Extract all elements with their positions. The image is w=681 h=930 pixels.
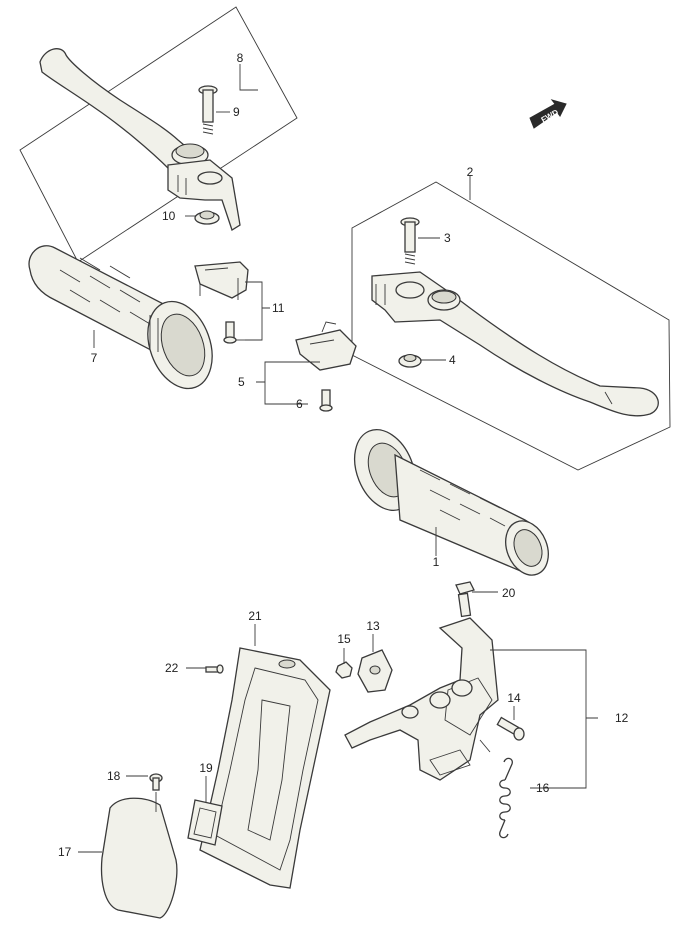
switch-screw-11 — [223, 321, 237, 344]
callout-4: 4 — [449, 353, 456, 367]
assembly-frame-8 — [19, 6, 298, 263]
switch-screw-6 — [319, 389, 333, 412]
callout-22: 22 — [165, 661, 179, 675]
nut-15 — [335, 661, 353, 679]
lever-nut-10 — [194, 210, 220, 225]
clutch-pivot-bolt-3 — [400, 217, 420, 265]
callout-12: 12 — [615, 711, 629, 725]
callout-14: 14 — [507, 691, 521, 705]
callout-15: 15 — [337, 632, 351, 646]
callout-1: 1 — [433, 555, 440, 569]
screw-18 — [149, 773, 163, 791]
return-spring-16 — [499, 757, 513, 839]
callout-20: 20 — [502, 586, 516, 600]
callout-13: 13 — [366, 619, 380, 633]
callout-11: 11 — [272, 301, 285, 315]
callout-5: 5 — [238, 375, 245, 389]
callout-18: 18 — [107, 769, 121, 783]
fwd-arrow-icon: FWD — [529, 99, 567, 129]
callout-6: 6 — [296, 397, 303, 411]
right-throttle-grip-1 — [353, 429, 549, 576]
bracket-bolt-20 — [455, 581, 475, 618]
leader-lines — [78, 64, 598, 853]
callout-9: 9 — [233, 105, 240, 119]
assembly-frame-2 — [351, 181, 671, 471]
bolt-14 — [496, 716, 525, 741]
callout-3: 3 — [444, 231, 451, 245]
clutch-lever — [371, 271, 659, 417]
lever-pivot-bolt-9 — [198, 85, 218, 135]
brake-light-switch-11 — [194, 261, 249, 300]
callout-16: 16 — [536, 781, 550, 795]
grommet-19 — [187, 799, 223, 846]
screw-22 — [205, 664, 224, 674]
stand-bracket-assembly-12 — [344, 617, 499, 781]
callout-17: 17 — [58, 845, 72, 859]
callout-21: 21 — [248, 609, 262, 623]
left-handlebar-grip-7 — [28, 245, 213, 390]
clutch-switch-5 — [295, 321, 357, 371]
callout-8: 8 — [237, 51, 244, 65]
side-cover-21 — [199, 647, 331, 889]
clutch-nut-4 — [398, 354, 422, 368]
reflector-cover-17 — [100, 797, 178, 919]
callout-10: 10 — [162, 209, 176, 223]
callout-7: 7 — [91, 351, 98, 365]
callout-labels: 8 9 10 2 3 4 7 11 5 6 1 20 12 14 16 13 1… — [58, 51, 629, 859]
callout-19: 19 — [199, 761, 213, 775]
callout-2: 2 — [467, 165, 474, 179]
side-stand-switch-13 — [357, 649, 393, 693]
front-brake-lever — [39, 48, 241, 231]
